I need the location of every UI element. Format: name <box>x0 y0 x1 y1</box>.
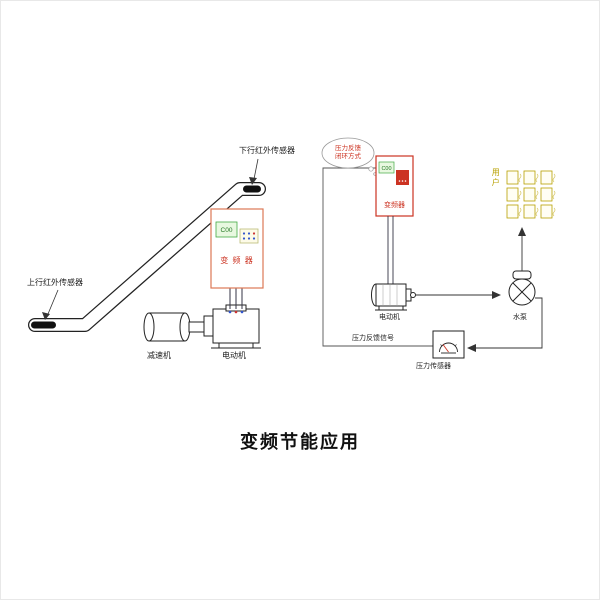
inverter-display-left-text: C00 <box>221 227 233 234</box>
inverter-right-label: 变频器 <box>384 202 405 209</box>
pump-icon <box>508 270 536 306</box>
motor-wires-right <box>387 216 394 285</box>
page-title: 变频节能应用 <box>240 432 360 452</box>
heat-wave-marks <box>518 173 556 217</box>
thought-cloud <box>321 137 377 176</box>
motor-left-label: 电动机 <box>222 351 246 360</box>
cloud-note-line2: 闭环方式 <box>335 152 361 160</box>
reducer-label: 减速机 <box>147 351 171 360</box>
pressure-sensor-label: 压力传感器 <box>416 363 451 370</box>
feedback-signal-label: 压力反馈信号 <box>352 335 394 342</box>
sensor-up-label: 上行红外传感器 <box>27 278 83 287</box>
handrail-end-upper <box>243 185 261 193</box>
motor-pump-arrow <box>415 291 501 299</box>
pump-label: 水泵 <box>513 314 527 321</box>
inverter-left-label: 变 频 器 <box>220 256 254 265</box>
motor-wires-left <box>229 288 243 309</box>
reducer-icon <box>143 312 205 342</box>
escalator-band <box>28 182 266 332</box>
sensor-down-label: 下行红外传感器 <box>239 146 295 155</box>
users-icon <box>506 170 556 219</box>
motor-right-label: 电动机 <box>379 314 400 321</box>
motor-right-icon <box>371 283 416 311</box>
inverter-right-icon: C00 <box>375 155 414 217</box>
inverter-keypad-left <box>239 228 259 244</box>
inverter-display-right-text: C00 <box>381 166 391 172</box>
inverter-display-right <box>378 161 395 174</box>
pump-users-arrow <box>518 227 526 271</box>
users-label: 用户 <box>491 168 501 188</box>
sensor-up-arrow <box>42 289 59 320</box>
inverter-left-icon: C00 <box>210 208 264 289</box>
pressure-sensor-icon <box>432 330 465 359</box>
handrail-end-lower <box>31 321 56 329</box>
inverter-keypad-right <box>396 170 409 185</box>
inverter-display-left <box>215 221 238 238</box>
sensor-down-arrow <box>249 158 259 185</box>
cloud-note: 压力反馈 闭环方式 <box>328 145 368 160</box>
motor-left-icon <box>203 304 261 349</box>
pipe-sensor-line <box>467 297 543 352</box>
cloud-note-line1: 压力反馈 <box>335 145 361 152</box>
